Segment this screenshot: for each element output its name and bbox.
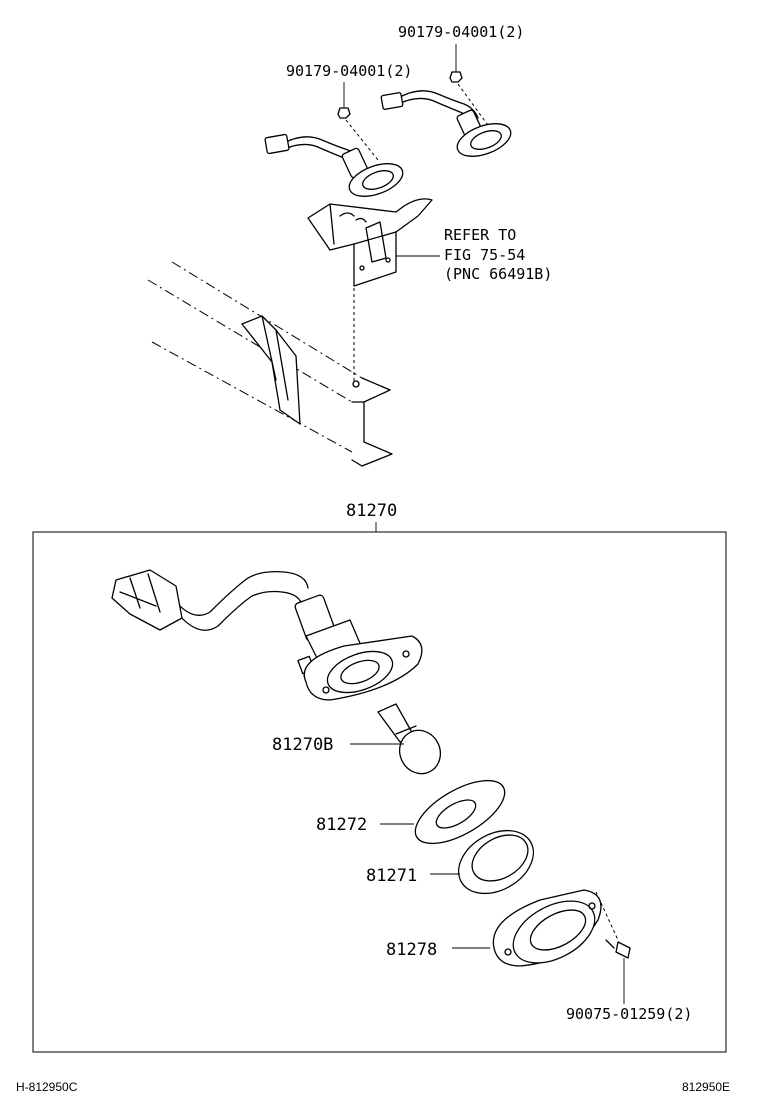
frame-rail [147, 261, 393, 467]
bolt-upper-left [337, 82, 379, 161]
assembly-box [32, 531, 727, 1053]
label-refer-to: REFER TO [444, 226, 516, 244]
footer-right-code: 812950E [682, 1080, 730, 1094]
label-bulb: 81270B [272, 735, 333, 755]
license-lamp-upper-left [264, 133, 404, 197]
footer-left-code: H-812950C [16, 1080, 78, 1094]
license-lamp-upper-right [380, 90, 512, 157]
label-bolt-upper-left: 90179-04001(2) [286, 62, 412, 80]
lamp-socket-assembly [111, 569, 423, 701]
bulb [350, 703, 442, 775]
cover [452, 889, 602, 967]
label-assembly: 81270 [346, 501, 397, 521]
label-lens: 81271 [366, 866, 417, 886]
bolt-upper-right [449, 44, 491, 129]
label-cover: 81278 [386, 940, 437, 960]
label-refer-pnc: (PNC 66491B) [444, 265, 552, 283]
label-screw: 90075-01259(2) [566, 1005, 692, 1023]
gasket [380, 779, 506, 845]
lens [430, 829, 535, 895]
label-gasket: 81272 [316, 815, 367, 835]
screw [595, 891, 631, 1004]
label-refer-fig: FIG 75-54 [444, 246, 525, 264]
lamp-bracket [307, 198, 440, 287]
label-bolt-upper-right: 90179-04001(2) [398, 23, 524, 41]
